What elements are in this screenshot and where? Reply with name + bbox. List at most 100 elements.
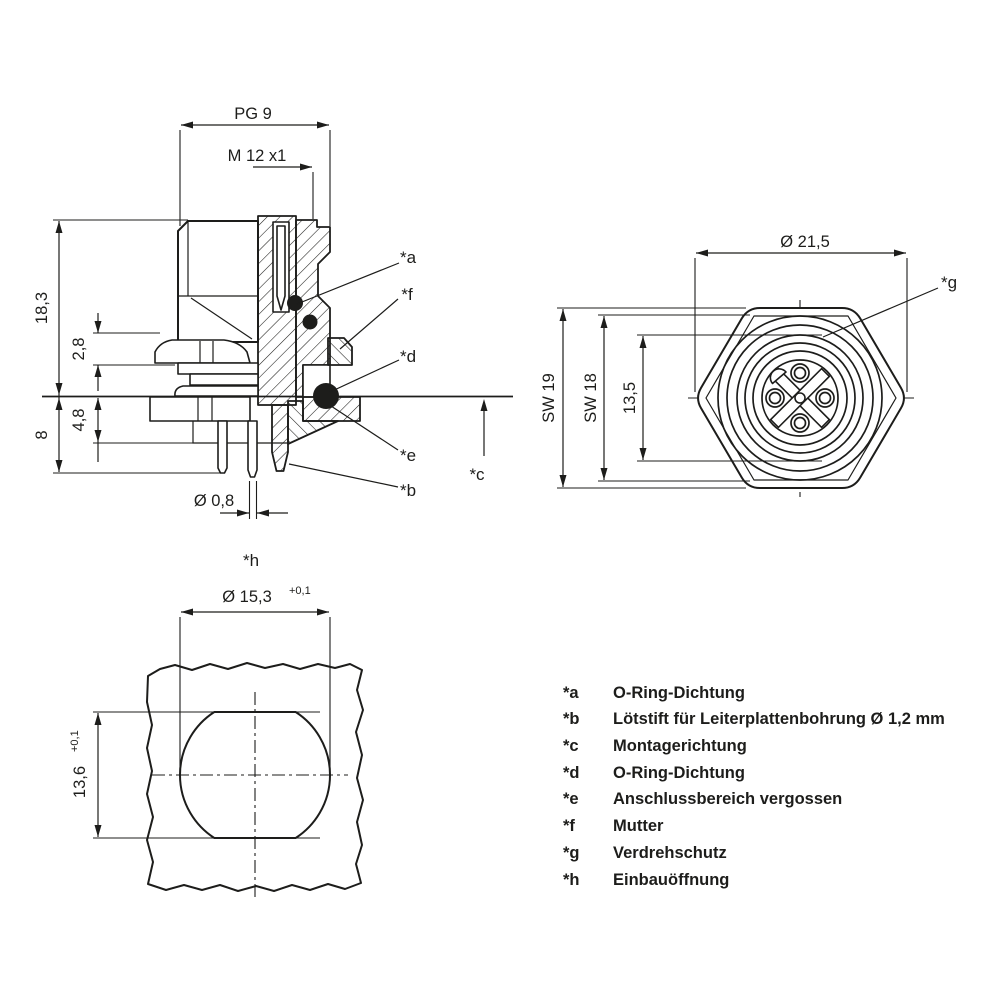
- legend-key: *d: [563, 764, 580, 782]
- solder-pin-left: [217, 420, 228, 474]
- dim-hole-h-tol: +0,1: [69, 730, 81, 752]
- legend-label: O-Ring-Dichtung: [613, 764, 745, 782]
- callout-g-leader: [822, 287, 939, 338]
- pin-dia-extension-lines: [248, 481, 258, 519]
- callout-a: *a: [400, 248, 417, 267]
- dim-183-label: 18,3: [33, 292, 51, 324]
- legend-key: *f: [563, 817, 575, 835]
- side-view-dimensions: PG 9 M 12 x1 18,3 8 2,8 4,8 Ø 0,8: [33, 105, 331, 519]
- legend-label: Einbauöffnung: [613, 871, 729, 889]
- hole-dia-extension-lines: [179, 617, 331, 772]
- solder-pin-big: [271, 404, 289, 472]
- center-contact: [794, 392, 806, 404]
- side-view-callouts: *a *f *d *e *b *c *h: [243, 248, 488, 570]
- legend-row: *e Anschlussbereich vergossen: [563, 790, 842, 808]
- mounting-direction-arrow: [480, 399, 488, 411]
- height-extension-lines: [53, 219, 222, 474]
- legend-row: *g Verdrehschutz: [563, 844, 727, 862]
- washer-2: [189, 373, 259, 386]
- dim-front-dia-label: Ø 21,5: [780, 233, 830, 251]
- dim-hole-dia-tol: +0,1: [289, 585, 311, 597]
- hex-outline-inner: [705, 315, 897, 481]
- panel-left-lines: [197, 397, 213, 421]
- dim-pg9-label: PG 9: [234, 105, 272, 123]
- legend-row: *c Montagerichtung: [563, 737, 747, 755]
- legend-key: *b: [563, 710, 580, 728]
- hex-nut-facets: [199, 341, 214, 363]
- pg9-extension-lines: [179, 130, 331, 226]
- dim135-extension-lines: [637, 334, 822, 462]
- circle-4: [744, 342, 856, 454]
- legend-label: O-Ring-Dichtung: [613, 684, 745, 702]
- legend-key: *h: [563, 871, 580, 889]
- dim-m12-label: M 12 x1: [228, 147, 287, 165]
- m12-arrow: [300, 163, 312, 171]
- callout-h: *h: [243, 551, 259, 570]
- cutout-centerlines: [152, 692, 348, 898]
- callout-c: *c: [469, 465, 485, 484]
- washer-3: [174, 385, 259, 397]
- contacts: [765, 363, 835, 433]
- pin-dia-arrows: [237, 509, 269, 517]
- legend-label: Montagerichtung: [613, 737, 747, 755]
- hole-h-extension-lines: [93, 711, 320, 839]
- legend-label: Anschlussbereich vergossen: [613, 790, 842, 808]
- dim28-arrows: [94, 321, 102, 377]
- washer-1: [177, 362, 259, 375]
- circle-5: [752, 350, 848, 446]
- dim48-arrows: [94, 398, 102, 442]
- panel-cutout-view: Ø 15,3 +0,1 13,6 +0,1: [69, 585, 364, 898]
- legend-key: *g: [563, 844, 580, 862]
- insulator-circle: [761, 359, 839, 437]
- legend-key: *c: [563, 737, 579, 755]
- legend-row: *d O-Ring-Dichtung: [563, 764, 745, 782]
- dim-pin-dia-label: Ø 0,8: [194, 492, 234, 510]
- height-arrows: [55, 221, 63, 472]
- side-section-view: [42, 215, 513, 478]
- dim-48-label: 4,8: [70, 409, 88, 432]
- sw18-extension-lines: [598, 314, 750, 482]
- contact-socket: [276, 225, 286, 311]
- callout-g: *g: [941, 273, 957, 292]
- legend-key: *e: [563, 790, 579, 808]
- legend-label: Mutter: [613, 817, 664, 835]
- callout-e: *e: [400, 446, 416, 465]
- dim-135-label: 13,5: [621, 382, 639, 414]
- thread-circle-1: [717, 315, 883, 481]
- dim-28-label: 2,8: [70, 338, 88, 361]
- o-ring-d-dot: [313, 383, 339, 409]
- dim-8-label: 8: [33, 430, 51, 439]
- solder-pin-middle: [247, 420, 258, 478]
- anti-rotation-tab: [769, 368, 787, 385]
- nut-section-right: [327, 337, 353, 366]
- front-view: [688, 300, 914, 497]
- legend-label: Verdrehschutz: [613, 844, 727, 862]
- o-ring-a2-dot: [302, 314, 318, 330]
- sw19-extension-lines: [557, 307, 746, 489]
- callout-b: *b: [400, 481, 416, 500]
- dim-hole-dia-label: Ø 15,3: [222, 588, 272, 606]
- callout-d: *d: [400, 347, 416, 366]
- panel-left: [149, 396, 251, 422]
- legend-row: *a O-Ring-Dichtung: [563, 684, 745, 702]
- dim28-extension-lines: [93, 332, 175, 366]
- callout-f: *f: [401, 285, 413, 304]
- rear-housing-details: [178, 221, 258, 340]
- front-dia-extension-lines: [694, 258, 908, 392]
- hex-nut-side: [154, 339, 251, 364]
- o-ring-a-dot: [287, 295, 303, 311]
- legend: *a O-Ring-Dichtung *b Lötstift für Leite…: [563, 684, 945, 889]
- dim-sw19-label: SW 19: [540, 373, 558, 423]
- legend-row: *b Lötstift für Leiterplattenbohrung Ø 1…: [563, 710, 945, 728]
- thread-circle-2: [726, 324, 874, 472]
- legend-row: *h Einbauöffnung: [563, 871, 729, 889]
- legend-key: *a: [563, 684, 579, 702]
- legend-label: Lötstift für Leiterplattenbohrung Ø 1,2 …: [613, 710, 945, 728]
- legend-row: *f Mutter: [563, 817, 664, 835]
- front-view-dimensions: Ø 21,5 SW 19 SW 18 13,5 *g: [540, 233, 957, 489]
- dim-sw18-label: SW 18: [582, 373, 600, 423]
- dim-hole-h-label: 13,6: [71, 766, 89, 798]
- rear-housing: [177, 220, 259, 343]
